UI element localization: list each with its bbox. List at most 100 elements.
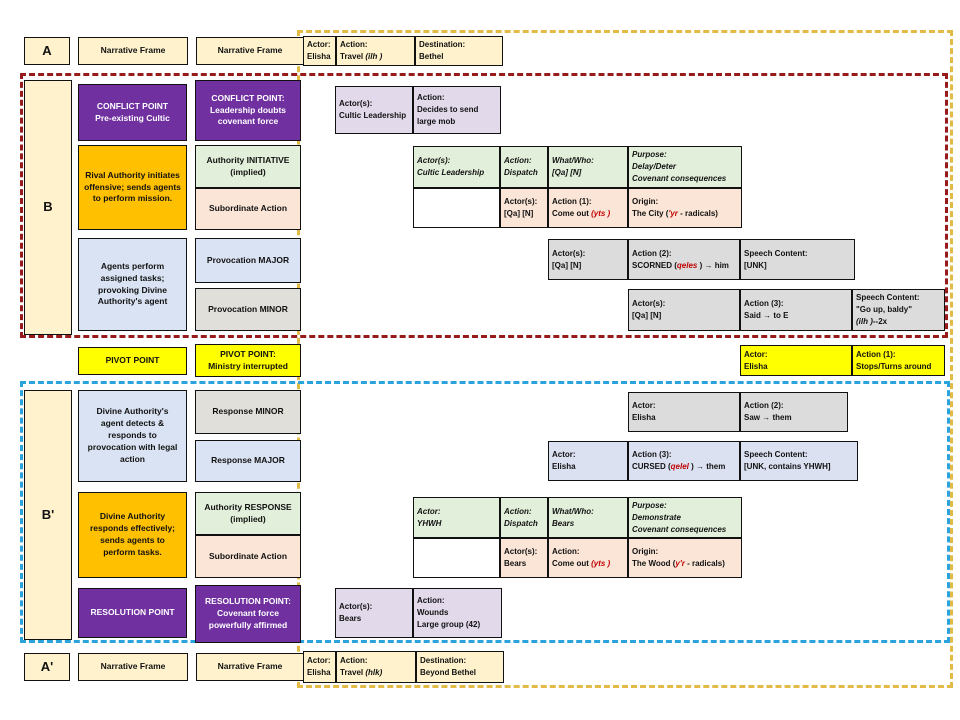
section-aprime-label: A': [24, 653, 70, 681]
cell-key: Speech Content:: [744, 248, 808, 258]
cell-value: Said → to E: [744, 311, 789, 320]
subordinate-action-box: Subordinate Action: [195, 535, 301, 578]
cell-key: Purpose:: [632, 150, 667, 159]
divine-agent-box: Divine Authority's agent detects & respo…: [78, 390, 187, 482]
cell-key: Speech Content:: [856, 293, 920, 302]
empty-cell: [413, 538, 500, 578]
cell-key: What/Who:: [552, 156, 594, 165]
wounds-action-cell: Action: Wounds Large group (42): [413, 588, 502, 638]
conflict-point-detail-box: CONFLICT POINT: Leadership doubts covena…: [195, 80, 301, 141]
said-actor-cell: Actor(s): [Qa] [N]: [628, 289, 740, 331]
cursed-speech-cell: Speech Content: [UNK, contains YHWH]: [740, 441, 858, 481]
said-action-cell: Action (3): Said → to E: [740, 289, 852, 331]
subaction-actor-cell: Actor(s): [Qa] [N]: [500, 188, 548, 228]
cell-key: Speech Content:: [744, 450, 808, 459]
cell-key: Action (1):: [856, 349, 896, 359]
cell-key: Action (2):: [744, 401, 784, 410]
cell-key: Actor(s):: [552, 248, 586, 258]
cultic-leadership-actor-cell: Actor(s): Cultic Leadership: [335, 86, 413, 134]
a-action-cell: Action: Travel (ilh ): [336, 36, 415, 66]
section-b-label: B: [24, 80, 72, 335]
cell-value: [Qa] [N]: [552, 168, 582, 177]
narrative-frame-box: Narrative Frame: [196, 37, 304, 65]
cell-value: Bears: [504, 559, 527, 568]
cell-value: Dispatch: [504, 518, 538, 528]
yhwh-actor-cell: Actor: YHWH: [413, 497, 500, 538]
a-destination-cell: Destination: Bethel: [415, 36, 503, 66]
resolution-point-box: RESOLUTION POINT: [78, 588, 187, 638]
cell-key: Action:: [340, 40, 368, 49]
pivot-point-box: PIVOT POINT: [78, 347, 187, 375]
saw-actor-cell: Actor: Elisha: [628, 392, 740, 432]
authority-response-box: Authority RESPONSE (implied): [195, 492, 301, 535]
dispatch-actor-cell: Actor(s): Cultic Leadership: [413, 146, 500, 188]
narrative-frame-box: Narrative Frame: [196, 653, 304, 681]
conflict-point-box: CONFLICT POINT Pre-existing Cultic: [78, 84, 187, 141]
cell-value: Elisha: [632, 413, 656, 422]
pivot-actor-cell: Actor: Elisha: [740, 345, 852, 376]
cell-value: [UNK, contains YHWH]: [744, 462, 831, 471]
response-minor-box: Response MINOR: [195, 390, 301, 434]
section-bprime-label: B': [24, 390, 72, 640]
cell-key: Action:: [552, 547, 580, 556]
cell-value: Come out (yts ): [552, 209, 611, 218]
resolution-point-detail-box: RESOLUTION POINT: Covenant force powerfu…: [195, 585, 301, 643]
yhwh-what-cell: What/Who: Bears: [548, 497, 628, 538]
cell-key: Action:: [417, 596, 445, 605]
cell-value: [UNK]: [744, 260, 767, 270]
cell-value: The City ('yr - radicals): [632, 209, 718, 218]
cursed-action-cell: Action (3): CURSED (qelel ) → them: [628, 441, 740, 481]
cell-key: Action (3):: [632, 450, 672, 459]
cell-value: Beyond Bethel: [420, 668, 477, 677]
section-a-label: A: [24, 37, 70, 65]
bears-origin-cell: Origin: The Wood (y'r - radicals): [628, 538, 742, 578]
cell-value: Dispatch: [504, 168, 538, 177]
cell-key: Actor(s):: [339, 99, 373, 108]
scorn-speech-cell: Speech Content: [UNK]: [740, 239, 855, 280]
cell-value: Elisha: [744, 361, 768, 371]
cell-value: Bethel: [419, 52, 444, 61]
cell-value: Wounds Large group (42): [417, 608, 481, 629]
cell-key: Action:: [417, 93, 445, 102]
cell-value: Saw → them: [744, 413, 792, 422]
narrative-frame-box: Narrative Frame: [78, 37, 188, 65]
agents-perform-box: Agents perform assigned tasks; provoking…: [78, 238, 187, 331]
cell-key: Action:: [504, 156, 532, 165]
cell-value: Stops/Turns around: [856, 361, 932, 371]
provocation-major-box: Provocation MAJOR: [195, 238, 301, 283]
cell-value: Travel (hlk): [340, 668, 383, 677]
cell-value: Travel (ilh ): [340, 52, 383, 61]
yhwh-purpose-cell: Purpose: Demonstrate Covenant consequenc…: [628, 497, 742, 538]
response-major-box: Response MAJOR: [195, 440, 301, 482]
saw-action-cell: Action (2): Saw → them: [740, 392, 848, 432]
cell-key: Action (1):: [552, 197, 592, 206]
cell-key: Actor(s):: [339, 602, 373, 611]
provocation-minor-box: Provocation MINOR: [195, 288, 301, 331]
said-speech-cell: Speech Content: "Go up, baldy" (ilh )--2…: [852, 289, 945, 331]
cell-value: [Qa] [N]: [632, 311, 662, 320]
aprime-destination-cell: Destination: Beyond Bethel: [416, 651, 504, 683]
cell-value: [Qa] [N]: [552, 260, 582, 270]
cell-value: Bears: [552, 518, 575, 528]
subaction-origin-cell: Origin: The City ('yr - radicals): [628, 188, 742, 228]
cell-value: Cultic Leadership: [417, 168, 485, 177]
cell-value: (ilh )--2x: [856, 317, 888, 326]
cell-value: The Wood (y'r - radicals): [632, 559, 725, 568]
yhwh-action-cell: Action: Dispatch: [500, 497, 548, 538]
cell-value: Elisha: [552, 462, 576, 471]
cell-key: Action (3):: [744, 299, 784, 308]
authority-initiative-box: Authority INITIATIVE (implied): [195, 145, 301, 188]
cell-value: Delay/Deter Covenant consequences: [632, 162, 727, 183]
scorn-actor-cell: Actor(s): [Qa] [N]: [548, 239, 628, 280]
cell-value: "Go up, baldy": [856, 305, 913, 314]
cell-key: Actor(s):: [504, 197, 538, 206]
subordinate-action-box: Subordinate Action: [195, 188, 301, 230]
divine-authority-box: Divine Authority responds effectively; s…: [78, 492, 187, 578]
narrative-frame-box: Narrative Frame: [78, 653, 188, 681]
cell-key: Actor(s):: [417, 156, 451, 165]
subaction-action-cell: Action (1): Come out (yts ): [548, 188, 628, 228]
dispatch-what-cell: What/Who: [Qa] [N]: [548, 146, 628, 188]
cell-value: Come out (yts ): [552, 559, 611, 568]
cell-value: Bears: [339, 614, 362, 623]
